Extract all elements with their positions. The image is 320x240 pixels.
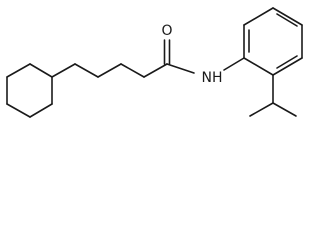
bond <box>166 63 195 74</box>
carbonyl-group: O <box>161 23 173 65</box>
bond <box>29 103 53 118</box>
bond <box>97 63 122 78</box>
amide-linkage: NH <box>166 57 245 86</box>
oxygen-atom-label: O <box>161 23 172 39</box>
bond <box>272 57 303 76</box>
bond <box>74 63 99 78</box>
bond <box>29 63 53 78</box>
bond <box>243 57 274 76</box>
bond <box>223 57 245 71</box>
bond <box>249 102 274 117</box>
bond <box>272 7 303 26</box>
bond <box>143 63 168 78</box>
aromatic-inner-bond <box>276 55 298 69</box>
benzene-ring <box>243 7 303 76</box>
isopropyl-group <box>249 74 297 117</box>
nh-atom-label: NH <box>202 70 223 86</box>
cyclohexane-ring <box>6 63 53 118</box>
aromatic-inner-bond <box>276 13 298 27</box>
bond <box>120 63 145 78</box>
bond <box>272 102 297 117</box>
bond <box>6 103 31 118</box>
bond <box>243 7 274 26</box>
bond <box>51 63 76 78</box>
chemical-structure-diagram: O NH <box>6 7 303 118</box>
propanoyl-chain <box>51 63 168 78</box>
bond <box>6 63 31 78</box>
